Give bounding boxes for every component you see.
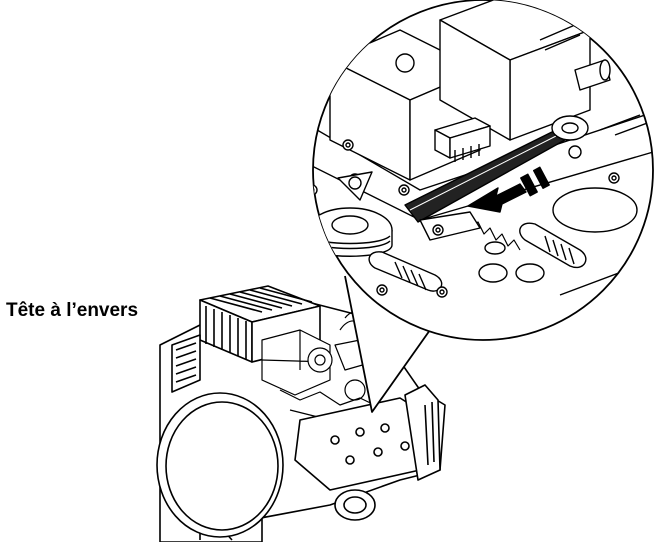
right-bracket-ribs — [424, 401, 435, 466]
figure-caption: Tête à l’envers — [6, 300, 139, 321]
drive-belt-inner — [409, 132, 563, 211]
motor-right — [439, 0, 591, 141]
side-vent-panel — [171, 334, 201, 393]
front-plate — [294, 397, 436, 491]
pulley-left — [313, 207, 393, 257]
top-pin — [574, 59, 611, 91]
triangle-mount — [337, 171, 373, 201]
spring-slot-right — [519, 222, 587, 269]
pulley-right — [551, 115, 589, 159]
spring-slot-left — [368, 251, 443, 292]
callout-tail — [344, 275, 431, 413]
front-lens — [156, 392, 284, 538]
motor-connector — [434, 117, 491, 162]
right-bracket — [404, 384, 441, 481]
plate-holes — [478, 187, 638, 283]
direction-arrow-icon — [467, 166, 550, 213]
small-lens — [334, 489, 376, 521]
magnified-detail — [312, 0, 654, 341]
